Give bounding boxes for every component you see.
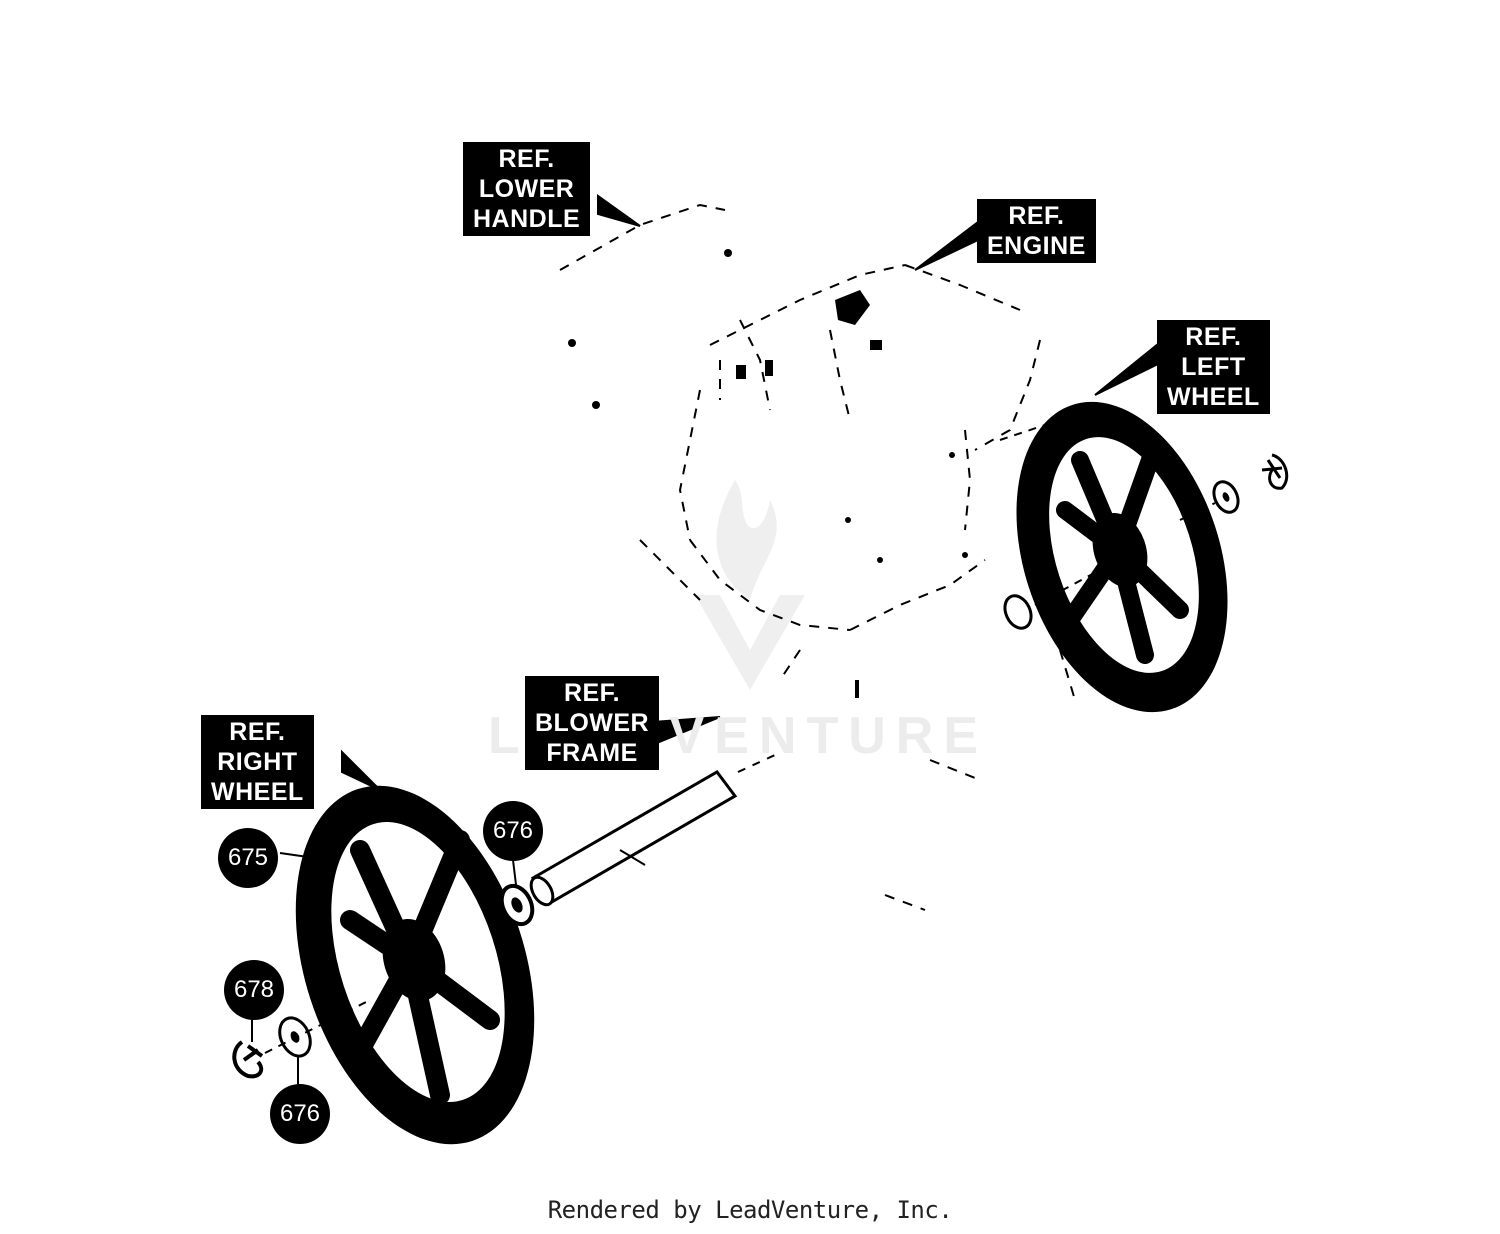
right-wheel-drawing xyxy=(232,785,535,1145)
label-line: REF. xyxy=(563,679,621,707)
label-line: WHEEL xyxy=(1167,383,1260,411)
label-line: WHEEL xyxy=(211,778,304,806)
label-right-wheel: REF. RIGHT WHEEL xyxy=(201,715,314,809)
callout-676-inner[interactable]: 676 xyxy=(483,801,543,861)
label-blower-frame: REF. BLOWER FRAME xyxy=(525,676,660,770)
label-line: RIGHT xyxy=(217,748,298,776)
label-line: REF. xyxy=(498,145,555,173)
leader-lines xyxy=(251,194,1159,1086)
footer-credit: Rendered by LeadVenture, Inc. xyxy=(547,1196,953,1224)
label-left-wheel: REF. LEFT WHEEL xyxy=(1157,320,1270,414)
left-wheel-drawing xyxy=(999,401,1289,713)
label-line: LEFT xyxy=(1181,353,1246,381)
label-line: FRAME xyxy=(546,739,638,767)
label-line: LOWER xyxy=(478,175,575,203)
callout-675[interactable]: 675 xyxy=(218,828,278,888)
label-lower-handle: REF. LOWER HANDLE xyxy=(463,142,591,236)
housing-outline xyxy=(559,203,1076,911)
axle xyxy=(529,754,776,907)
label-engine: REF. ENGINE xyxy=(977,199,1096,263)
label-line: REF. xyxy=(1008,202,1065,230)
callout-678[interactable]: 678 xyxy=(224,960,284,1020)
label-line: BLOWER xyxy=(535,709,650,737)
callout-676-outer[interactable]: 676 xyxy=(270,1084,330,1144)
housing-details xyxy=(568,249,968,698)
label-line: REF. xyxy=(229,718,286,746)
label-line: HANDLE xyxy=(473,205,581,233)
label-line: REF. xyxy=(1185,323,1242,351)
label-line: ENGINE xyxy=(987,232,1086,260)
watermark-logo xyxy=(695,480,805,690)
